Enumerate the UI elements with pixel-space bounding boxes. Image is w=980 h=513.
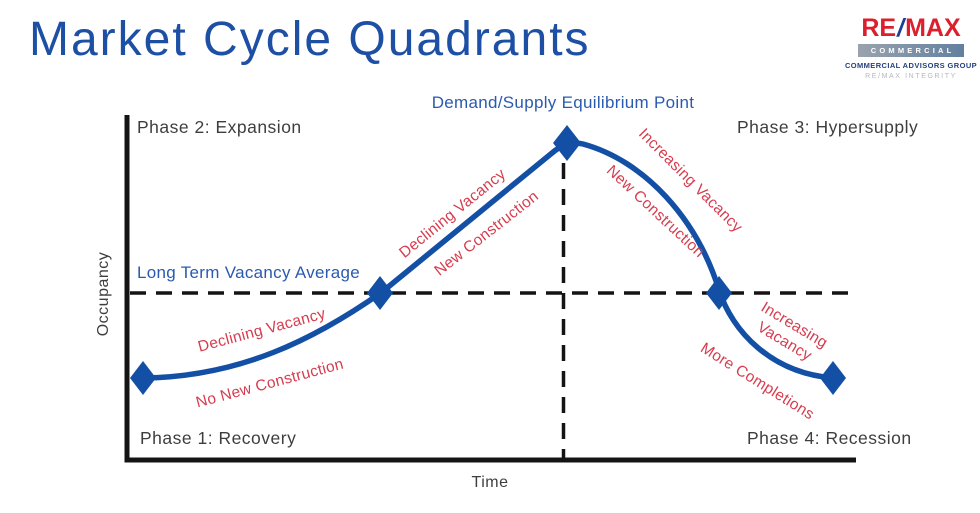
y-axis-title: Occupancy [95, 251, 112, 337]
marker-diamond-phase3-phase4 [706, 276, 732, 310]
phase-3-hypersupply-label: Phase 3: Hypersupply [737, 117, 919, 137]
marker-diamond-recovery-start [130, 361, 156, 395]
marker-diamond-recession-end [820, 361, 846, 395]
logo-advisors-group-text: COMMERCIAL ADVISORS GROUP [844, 61, 978, 70]
remax-wordmark: RE/MAX [861, 16, 960, 41]
phase-1-recovery-label: Phase 1: Recovery [140, 428, 297, 448]
occupancy-curve [140, 140, 836, 381]
page-title: Market Cycle Quadrants [29, 13, 591, 66]
logo-max-text: MAX [905, 14, 961, 42]
long-term-vacancy-average-label: Long Term Vacancy Average [137, 263, 360, 282]
x-axis-title: Time [471, 474, 509, 491]
remax-commercial-logo: RE/MAX COMMERCIAL COMMERCIAL ADVISORS GR… [845, 16, 977, 81]
phase-2-expansion-label: Phase 2: Expansion [137, 117, 302, 137]
logo-commercial-bar: COMMERCIAL [858, 44, 964, 57]
marker-diamond-equilibrium-peak [553, 125, 581, 161]
logo-integrity-text: RE/MAX INTEGRITY [865, 73, 957, 80]
marker-diamond-phase1-phase2 [367, 276, 393, 310]
logo-re-text: RE [861, 14, 897, 42]
logo-commercial-text: COMMERCIAL [870, 46, 955, 55]
logo-slash: / [897, 14, 905, 42]
equilibrium-point-label: Demand/Supply Equilibrium Point [431, 93, 695, 112]
phase-4-recession-label: Phase 4: Recession [747, 428, 912, 448]
